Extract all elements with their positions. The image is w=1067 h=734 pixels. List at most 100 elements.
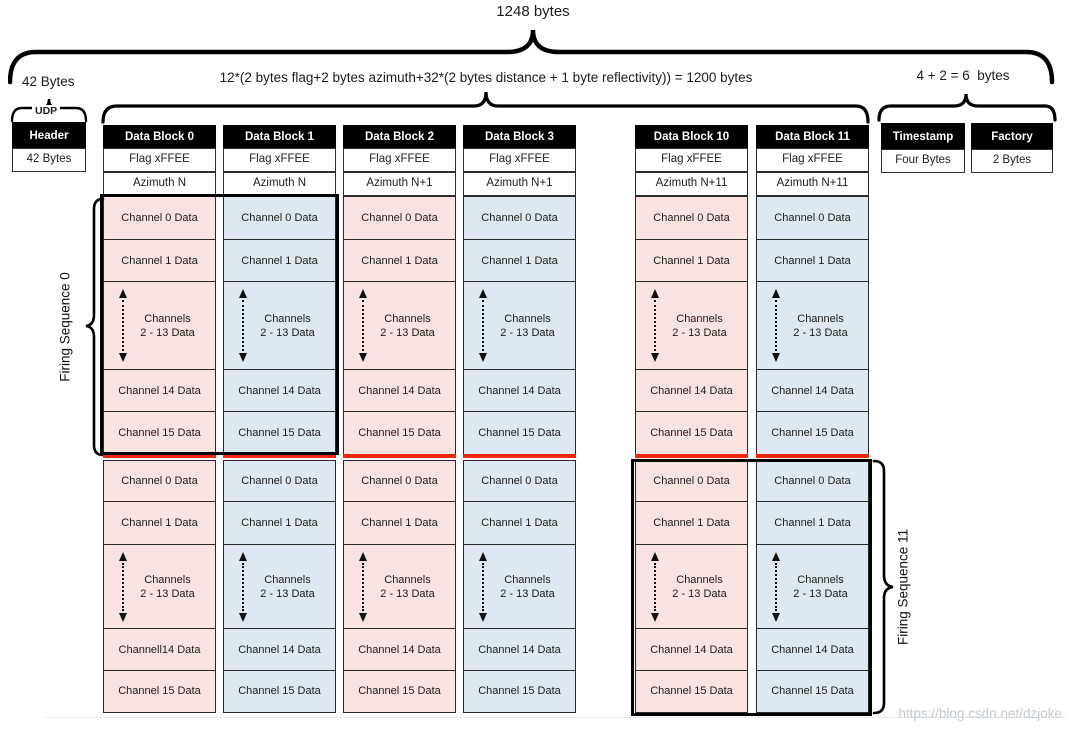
channels-range-line1: Channels <box>797 312 844 325</box>
range-arrow-icon <box>649 289 660 362</box>
range-arrow-icon <box>649 551 660 622</box>
bottom-divider <box>45 717 1067 718</box>
channel-cell: Channel 14 Data <box>635 628 748 671</box>
channels-range-line1: Channels <box>676 573 723 586</box>
watermark: https://blog.csdn.net/dzjoke <box>898 706 1062 721</box>
udp-tag: UDP <box>32 105 61 117</box>
channel-cell: Channel 15 Data <box>223 669 336 713</box>
channel-cell: Channel 0 Data <box>223 459 336 503</box>
arrow-up-icon <box>771 289 780 298</box>
tail-formula-label: 4 + 2 = 6 bytes <box>916 68 1010 83</box>
channel-cell: Channel 15 Data <box>343 669 456 713</box>
channel-cell: Channel 14 Data <box>463 368 576 413</box>
range-arrow-icon <box>117 551 128 622</box>
channel-cell: Channel 1 Data <box>103 501 216 545</box>
firing-sequence-11-label: Firing Sequence 11 <box>895 528 911 646</box>
arrow-dotted-line <box>774 300 777 351</box>
channel-cell: Channel 0 Data <box>343 459 456 503</box>
udp-header-column: Header 42 Bytes <box>12 122 86 172</box>
arrow-down-icon <box>118 353 127 362</box>
range-arrow-icon <box>237 289 248 362</box>
udp-header-cell: Header <box>12 122 86 148</box>
channels-range-line2: 2 - 13 Data <box>380 587 435 600</box>
channel-cell: Channel 15 Data <box>756 669 869 713</box>
channel-cell: Channel 1 Data <box>756 238 869 283</box>
channel-cell: Channel 1 Data <box>635 501 748 545</box>
data-block-header: Data Block 11 <box>756 125 869 148</box>
channels-range-line1: Channels <box>264 573 311 586</box>
flag-cell: Flag xFFEE <box>463 148 576 172</box>
channel-cell: Channel 0 Data <box>635 459 748 503</box>
sequence-divider-red-line <box>223 453 336 458</box>
arrow-down-icon <box>238 612 247 622</box>
arrow-down-icon <box>118 612 127 622</box>
range-arrow-icon <box>477 551 488 622</box>
firing-sequence-0-label: Firing Sequence 0 <box>57 272 73 382</box>
arrow-up-icon <box>478 289 487 298</box>
channel-cell: Channel 14 Data <box>635 368 748 413</box>
firing-sequence-0-brace <box>85 197 105 457</box>
channel-cell: Channel 15 Data <box>635 411 748 455</box>
channels-range-line1: Channels <box>384 312 431 325</box>
channels-range-line2: 2 - 13 Data <box>140 587 195 600</box>
channels-range-line1: Channels <box>504 312 551 325</box>
channel-cell: Channel 14 Data <box>223 628 336 671</box>
channels-range-line1: Channels <box>384 573 431 586</box>
channels-range-line2: 2 - 13 Data <box>793 587 848 600</box>
channel-cell: Channel 1 Data <box>343 501 456 545</box>
channel-cell: Channel 1 Data <box>223 238 336 283</box>
arrow-down-icon <box>650 353 659 362</box>
channel-cell: Channel 15 Data <box>463 669 576 713</box>
channel-cell: Channel 14 Data <box>756 628 869 671</box>
flag-cell: Flag xFFEE <box>635 148 748 172</box>
timestamp-size-cell: Four Bytes <box>881 149 965 173</box>
azimuth-cell: Azimuth N <box>103 172 216 196</box>
arrow-dotted-line <box>241 300 244 351</box>
arrow-down-icon <box>478 353 487 362</box>
timestamp-header: Timestamp <box>881 123 965 149</box>
arrow-down-icon <box>358 612 367 622</box>
arrow-down-icon <box>478 612 487 622</box>
data-block-header: Data Block 2 <box>343 125 456 148</box>
channels-range-line1: Channels <box>797 573 844 586</box>
arrow-up-icon <box>771 551 780 561</box>
data-block-header: Data Block 10 <box>635 125 748 148</box>
total-bytes-label: 1248 bytes <box>496 3 570 20</box>
channel-cell: Channel 0 Data <box>756 459 869 503</box>
arrow-dotted-line <box>653 300 656 351</box>
data-block-header: Data Block 1 <box>223 125 336 148</box>
firing-sequence-11-brace <box>872 459 894 715</box>
channel-cell: Channel 0 Data <box>635 196 748 240</box>
channels-range-line2: 2 - 13 Data <box>260 326 315 339</box>
arrow-up-icon <box>478 551 487 561</box>
arrow-dotted-line <box>653 562 656 611</box>
arrow-down-icon <box>238 353 247 362</box>
channel-cell: Channel 15 Data <box>103 411 216 455</box>
factory-size-cell: 2 Bytes <box>971 149 1053 173</box>
range-arrow-icon <box>477 289 488 362</box>
channel-cell: Channel 1 Data <box>223 501 336 545</box>
sequence-divider-red-line <box>463 453 576 458</box>
range-arrow-icon <box>357 551 368 622</box>
